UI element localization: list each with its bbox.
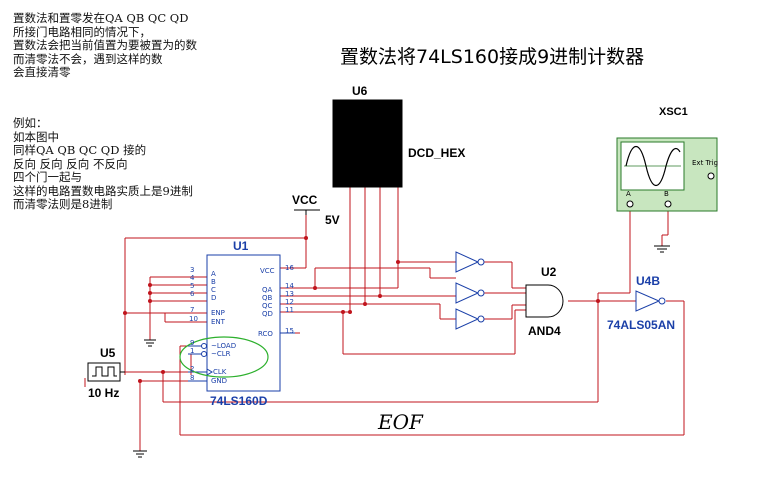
- highlight-ellipse: [179, 336, 269, 378]
- notes-line: 所接门电路相同的情况下，: [13, 24, 151, 39]
- u1-pin-name: C: [211, 286, 216, 294]
- u6-part: DCD_HEX: [408, 146, 466, 160]
- u1-pin-num: 13: [285, 290, 294, 298]
- xsc1-pin-b: B: [664, 190, 669, 198]
- u5-ref: U5: [100, 346, 116, 360]
- u6-ref: U6: [352, 84, 368, 98]
- u1-pin-stubs: [188, 332, 295, 382]
- u1-pin-num: 5: [190, 282, 195, 290]
- u1-pin-num: 2: [190, 365, 195, 373]
- u1-pin-num: 8: [190, 374, 195, 382]
- u1-pin-name: ~CLR: [211, 350, 231, 358]
- u1-pin-num: 14: [285, 282, 294, 290]
- inverter-gates[interactable]: [455, 251, 485, 330]
- u1-pin-name: ENP: [211, 309, 225, 317]
- u1-pin-name: QC: [262, 302, 273, 310]
- u5-clock-source[interactable]: [87, 362, 125, 382]
- notes-line: 置数法和置零发在QA QB QC QD: [13, 11, 189, 25]
- clk-edge-marker: [206, 368, 213, 376]
- u1-pin-name: VCC: [260, 267, 275, 275]
- u1-part: 74LS160D: [210, 394, 268, 408]
- notes-line: 而清零法则是8进制: [13, 197, 113, 211]
- u1-pin-num: 9: [190, 339, 195, 347]
- wires: [84, 187, 685, 451]
- u1-pin-num: 12: [285, 298, 294, 306]
- u1-pin-name: QA: [262, 286, 273, 294]
- u1-pin-num: 16: [285, 264, 294, 272]
- notes-line: 同样QA QB QC QD 接的: [13, 143, 147, 157]
- vcc-label: VCC: [292, 193, 318, 207]
- u4b-ref: U4B: [636, 274, 661, 288]
- vcc-value: 5V: [325, 213, 340, 227]
- notes-line: 而清零法不会，遇到这样的数: [13, 51, 163, 66]
- xsc1-oscilloscope[interactable]: [616, 137, 718, 212]
- notes-line: 反向 反向 反向 不反向: [13, 156, 128, 171]
- notes-line: 置数法会把当前值置为要被置为的数: [13, 38, 197, 52]
- notes-line: 这样的电路置数电路实质上是9进制: [13, 183, 193, 198]
- diagram-title: 置数法将74LS160接成9进制计数器: [340, 46, 645, 68]
- u1-pin-name: QD: [262, 310, 273, 318]
- u1-pin-name: QB: [262, 294, 273, 302]
- clr-inversion-bubble: [201, 351, 207, 357]
- u1-pin-name: GND: [211, 377, 228, 385]
- xsc1-ext-trig: Ext Trig: [692, 159, 719, 167]
- u1-pin-num: 11: [285, 306, 294, 314]
- u1-pin-name: D: [211, 294, 217, 302]
- u1-pin-num: 1: [190, 347, 195, 355]
- notes-top: 置数法和置零发在QA QB QC QD 所接门电路相同的情况下， 置数法会把当前…: [13, 11, 197, 80]
- junctions: [123, 236, 600, 383]
- u6-display[interactable]: [332, 99, 403, 188]
- u1-ref: U1: [233, 239, 249, 253]
- u4b-inverter[interactable]: [635, 290, 666, 312]
- notes-line: 四个门一起与: [13, 170, 82, 184]
- u1-pin-name: B: [211, 278, 216, 286]
- u1-chip[interactable]: [206, 254, 281, 392]
- u1-pin-num: 15: [285, 327, 294, 335]
- ground-symbols: [133, 245, 670, 458]
- u2-ref: U2: [541, 265, 557, 279]
- u1-pin-name: ~LOAD: [211, 342, 237, 350]
- u2-part: AND4: [528, 324, 561, 338]
- u5-value: 10 Hz: [88, 386, 120, 400]
- xsc1-pin-a: A: [626, 190, 631, 198]
- u1-pin-num: 7: [190, 306, 195, 314]
- u1-pin-num: 10: [189, 315, 198, 323]
- notes-line: 会直接清零: [13, 65, 71, 79]
- eof-label: EOF: [378, 410, 423, 434]
- notes-line: 如本图中: [13, 129, 59, 144]
- notes-line: 例如：: [13, 116, 48, 130]
- u1-pin-name: RCO: [258, 330, 273, 338]
- u1-pin-name: CLK: [213, 368, 227, 376]
- u1-pin-num: 3: [190, 266, 195, 274]
- u1-pin-name: ENT: [211, 318, 225, 326]
- load-inversion-bubble: [201, 343, 207, 349]
- and4-gate[interactable]: [525, 284, 564, 318]
- vcc-symbol: [294, 209, 320, 215]
- u1-pin-num: 4: [190, 274, 195, 282]
- u1-pin-num: 6: [190, 290, 195, 298]
- notes-example: 例如： 如本图中 同样QA QB QC QD 接的 反向 反向 反向 不反向 四…: [13, 116, 193, 212]
- u1-pin-name: A: [211, 270, 216, 278]
- xsc1-ref: XSC1: [659, 106, 688, 118]
- u4b-part: 74ALS05AN: [607, 318, 676, 332]
